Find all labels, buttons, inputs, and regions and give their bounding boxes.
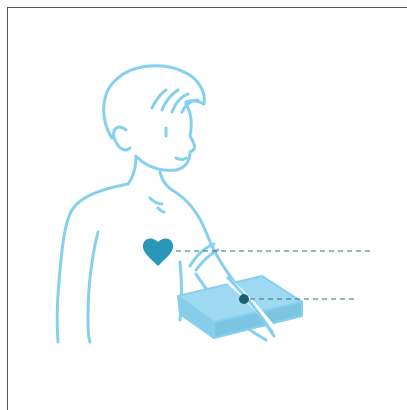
left-arm-inner [88, 232, 98, 342]
callout-arm-marker [239, 294, 249, 304]
right-shoulder [172, 190, 206, 232]
collar-mark-2 [158, 208, 164, 212]
neck-left [128, 156, 136, 184]
ear [114, 127, 130, 150]
mouth [176, 158, 186, 160]
heart-icon [143, 238, 173, 266]
collar-mark [150, 198, 162, 204]
arm-support [178, 276, 302, 338]
neck-right [160, 172, 172, 190]
left-arm-outer [57, 270, 60, 342]
